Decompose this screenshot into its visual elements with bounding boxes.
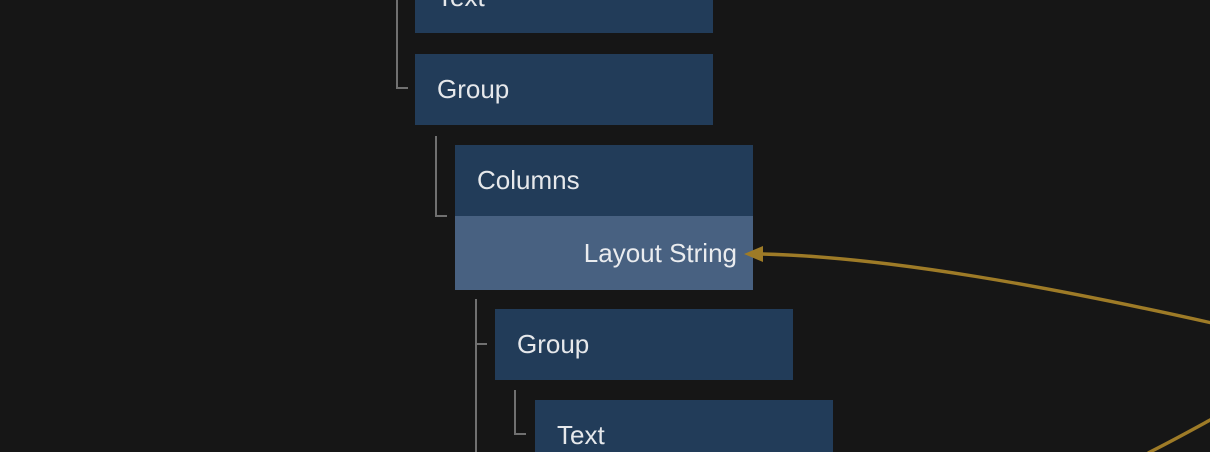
tree-node-group-1[interactable]: Group xyxy=(415,54,713,125)
node-label: Text xyxy=(557,420,605,450)
columns-node-header[interactable]: Columns xyxy=(455,145,753,216)
node-label: Text xyxy=(437,0,485,13)
tree-guide-line xyxy=(514,390,526,435)
node-label: Group xyxy=(437,74,510,104)
connection-wire[interactable] xyxy=(761,252,1210,325)
port-label: Layout String xyxy=(583,237,737,268)
connection-wire[interactable] xyxy=(1147,418,1210,452)
tree-node-group-2[interactable]: Group xyxy=(495,309,793,380)
node-label: Columns xyxy=(477,165,580,195)
tree-node-columns[interactable]: Columns Layout String xyxy=(455,145,753,290)
tree-node-text-1[interactable]: Text xyxy=(415,0,713,33)
node-label: Group xyxy=(517,329,590,359)
tree-guide-line xyxy=(435,136,447,217)
port-layout-string[interactable]: Layout String xyxy=(455,216,753,290)
tree-guide-line xyxy=(396,0,408,89)
tree-node-text-2[interactable]: Text xyxy=(535,400,833,452)
